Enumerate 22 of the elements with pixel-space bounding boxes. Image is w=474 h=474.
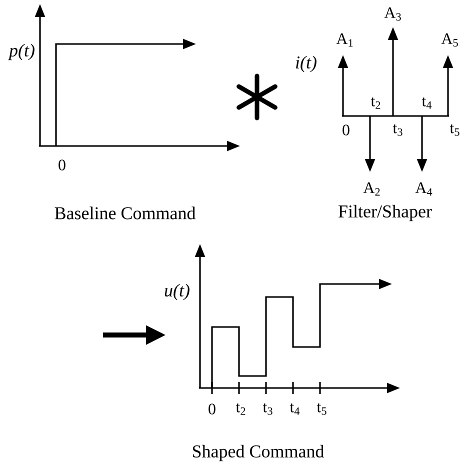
tick-label: t$_{3}$ [262, 403, 272, 415]
tick-label: 0 [208, 404, 216, 414]
impulse-label: A$_{5}$ [441, 33, 458, 47]
axis-label: i(t) [296, 56, 316, 72]
impulse-label: A$_{2}$ [363, 182, 380, 196]
tick-label: t$_{5}$ [450, 124, 460, 136]
caption: Baseline Command [54, 206, 196, 220]
tick-label: t$_{2}$ [236, 403, 246, 415]
axis-label: p(t) [8, 44, 34, 60]
caption: Filter/Shaper [338, 204, 432, 222]
impulse-label: A$_{1}$ [336, 33, 353, 47]
tick-label: t$_{4}$ [422, 97, 432, 109]
tick-label: t$_{5}$ [316, 403, 326, 415]
caption: Shaped Command [192, 444, 324, 462]
tick-label: 0 [342, 124, 350, 136]
impulse-label: A$_{4}$ [415, 182, 432, 196]
tick-label: t$_{4}$ [290, 403, 300, 415]
tick-label: t$_{3}$ [392, 124, 402, 136]
tick-label: 0 [58, 160, 66, 170]
tick-label: t$_{2}$ [370, 97, 380, 109]
axis-label: u(t) [164, 284, 190, 300]
impulse-label: A$_{3}$ [384, 7, 401, 21]
